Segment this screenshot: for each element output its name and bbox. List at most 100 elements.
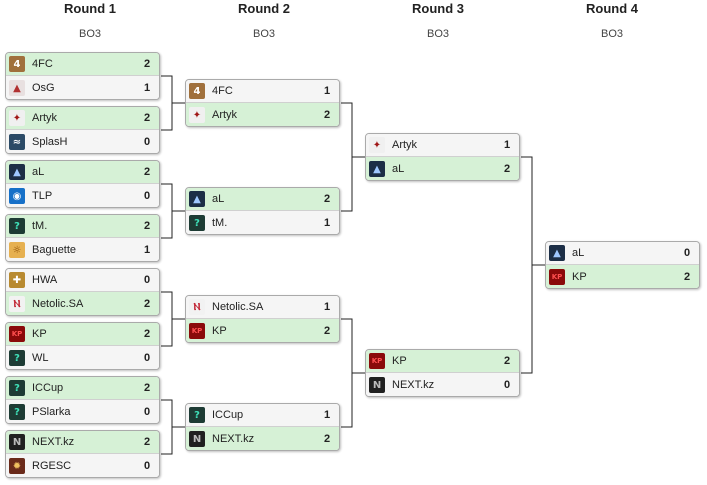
team-score: 1 <box>323 409 331 421</box>
round-title: Round 4 <box>586 1 638 16</box>
team-slot[interactable]: ☼ Baguette 1 <box>6 238 159 261</box>
team-name: aL <box>392 163 405 175</box>
team-slot[interactable]: ▲ aL 2 <box>6 161 159 184</box>
round-3-header: Round 3 BO3 <box>358 0 518 44</box>
team-score: 1 <box>143 244 151 256</box>
netolic-logo-icon: Ⲛ <box>189 299 205 315</box>
team-name: Netolic.SA <box>212 301 264 313</box>
connector-line <box>161 399 185 455</box>
round-2-header: Round 2 BO3 <box>184 0 344 44</box>
team-score: 1 <box>323 85 331 97</box>
round-format: BO3 <box>426 28 449 40</box>
team-name: tM. <box>32 220 48 232</box>
team-score: 0 <box>143 274 151 286</box>
team-name: KP <box>572 271 587 283</box>
team-score: 2 <box>143 166 151 178</box>
team-slot[interactable]: 4 4FC 1 <box>186 80 339 103</box>
unknown-logo-icon: ? <box>9 380 25 396</box>
team-name: aL <box>32 166 45 178</box>
team-score: 2 <box>503 163 511 175</box>
team-score: 0 <box>143 190 151 202</box>
team-score: 2 <box>323 433 331 445</box>
team-score: 2 <box>143 220 151 232</box>
team-name: 4FC <box>32 58 53 70</box>
round-1-header: Round 1 BO3 <box>10 0 170 44</box>
team-score: 1 <box>143 82 151 94</box>
4fc-logo-icon: 4 <box>9 56 25 72</box>
connector-line <box>341 318 365 428</box>
team-name: Netolic.SA <box>32 298 84 310</box>
team-score: 2 <box>143 328 151 340</box>
team-slot[interactable]: ?tM.2 <box>6 215 159 238</box>
kp-logo-icon: KP <box>9 326 25 342</box>
team-name: WL <box>32 352 49 364</box>
al-logo-icon: ▲ <box>9 164 25 180</box>
team-name: TLP <box>32 190 53 202</box>
baguette-logo-icon: ☼ <box>9 242 25 258</box>
round-format: BO3 <box>600 28 623 40</box>
artyk-logo-icon: ✦ <box>9 110 25 126</box>
round-format: BO3 <box>78 28 101 40</box>
team-score: 1 <box>323 217 331 229</box>
4fc-logo-icon: 4 <box>189 83 205 99</box>
al-logo-icon: ▲ <box>549 245 565 261</box>
team-score: 0 <box>143 136 151 148</box>
kp-logo-icon: KP <box>189 323 205 339</box>
team-name: 4FC <box>212 85 233 97</box>
round-title: Round 3 <box>412 1 464 16</box>
unknown-logo-icon: ? <box>189 407 205 423</box>
team-slot[interactable]: ?tM.1 <box>186 211 339 234</box>
team-name: aL <box>212 193 225 205</box>
osg-logo-icon: ▲ <box>9 80 25 96</box>
al-logo-icon: ▲ <box>189 191 205 207</box>
connector-line <box>161 75 185 131</box>
artyk-logo-icon: ✦ <box>189 107 205 123</box>
team-name: aL <box>572 247 585 259</box>
unknown-logo-icon: ? <box>9 404 25 420</box>
team-score: 2 <box>143 436 151 448</box>
hwa-logo-icon: ✚ <box>9 272 25 288</box>
team-name: Baguette <box>32 244 77 256</box>
team-slot[interactable]: 4 4FC 2 <box>6 53 159 76</box>
team-score: 2 <box>143 58 151 70</box>
